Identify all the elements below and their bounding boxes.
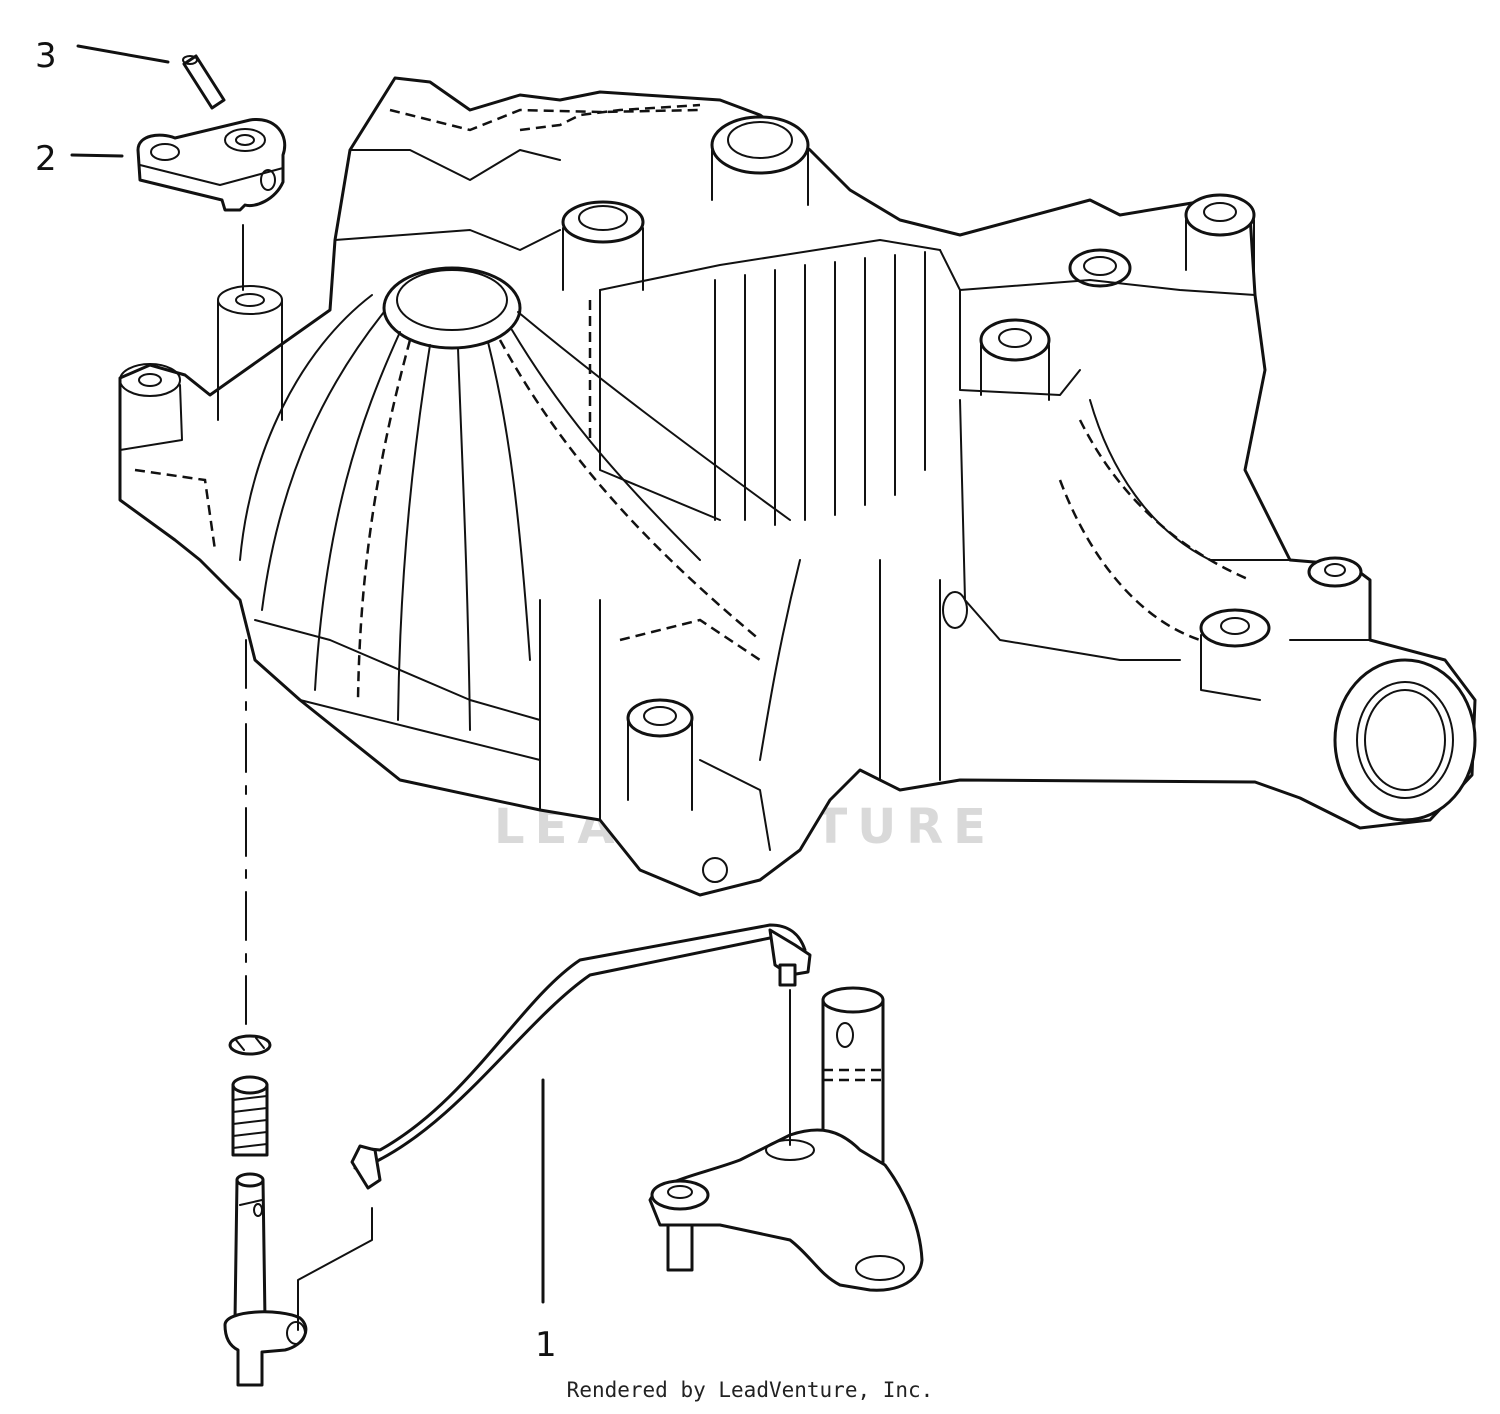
callout-3: 3	[35, 36, 57, 76]
callout-1: 1	[535, 1325, 557, 1365]
control-shaft-assembly	[648, 986, 924, 1292]
left-shaft-stack	[223, 1034, 308, 1387]
lever-arm-part-2	[136, 117, 287, 212]
transaxle-housing	[118, 76, 1477, 897]
roll-pin-part-3	[182, 54, 226, 110]
callout-2: 2	[35, 139, 57, 179]
leader-lines	[70, 44, 791, 1331]
credit-text: Rendered by LeadVenture, Inc.	[567, 1378, 934, 1402]
link-rod	[350, 923, 812, 1190]
